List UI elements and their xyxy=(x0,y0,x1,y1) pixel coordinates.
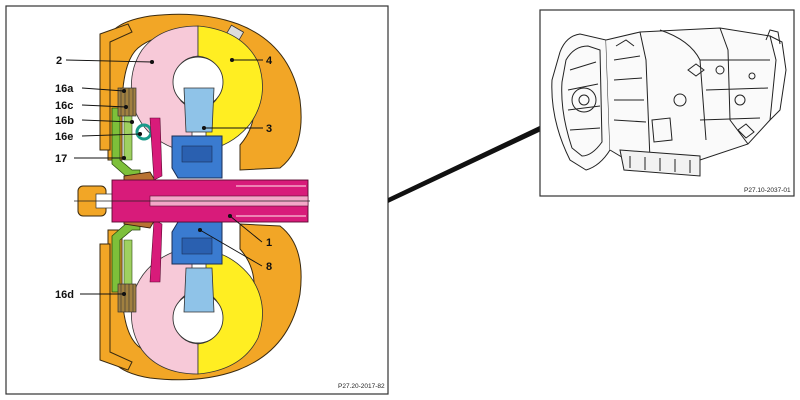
label-17: 17 xyxy=(55,153,67,165)
housing-flange-top xyxy=(99,23,133,151)
label-2: 2 xyxy=(56,55,62,67)
label-1: 1 xyxy=(266,237,272,249)
stator-freewheel-upper xyxy=(181,145,213,163)
lockup-clutch-upper xyxy=(117,87,137,117)
label-8: 8 xyxy=(266,261,272,273)
label-16e: 16e xyxy=(55,131,73,143)
label-16a: 16a xyxy=(55,83,74,95)
label-3: 3 xyxy=(266,123,272,135)
transmission-sketch xyxy=(551,27,787,177)
housing-flange-bottom xyxy=(99,243,133,371)
label-16b: 16b xyxy=(55,115,74,127)
label-16d: 16d xyxy=(55,289,74,301)
stator-freewheel-lower xyxy=(181,237,213,255)
detail-pointer-line xyxy=(388,112,571,203)
transmission-panel: P27.10-2037-01 xyxy=(539,9,795,197)
left-figure-code: P27.20-2017-82 xyxy=(338,383,385,390)
lockup-piston xyxy=(111,107,141,293)
label-4: 4 xyxy=(266,55,273,67)
turbine-hub-arms xyxy=(149,117,163,283)
label-16c: 16c xyxy=(55,100,73,112)
torque-converter-panel: 2 4 16a 16c 16b 16e 3 17 1 8 16d P27.20-… xyxy=(5,5,389,395)
leader-lines xyxy=(65,57,263,297)
right-figure-code: P27.10-2037-01 xyxy=(744,187,791,194)
stator-blade-upper xyxy=(183,87,215,133)
stator-blade-lower xyxy=(183,267,215,313)
lockup-clutch-lower xyxy=(117,283,137,313)
